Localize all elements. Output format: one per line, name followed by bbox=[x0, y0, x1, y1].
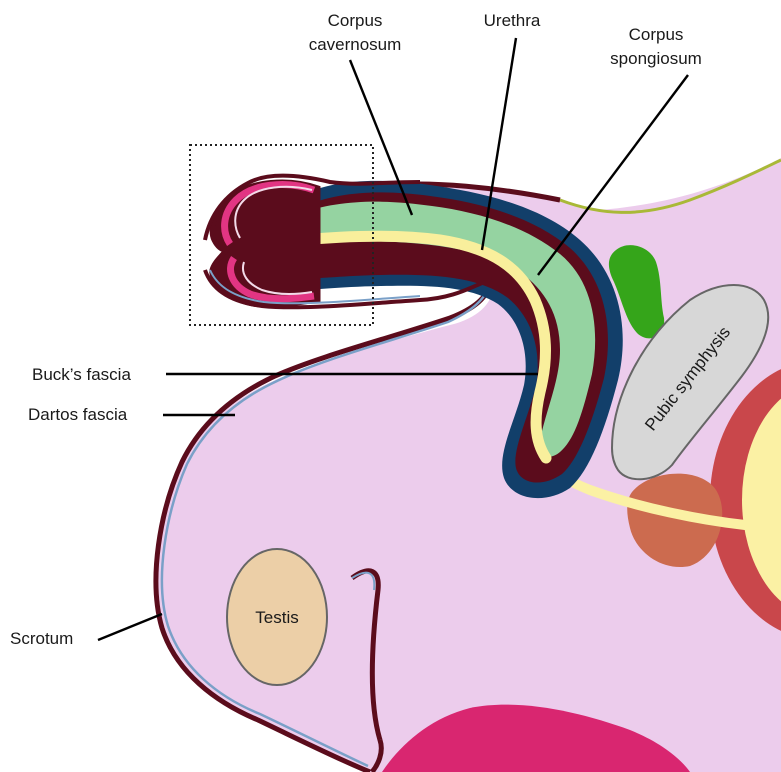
svg-text:spongiosum: spongiosum bbox=[610, 49, 702, 68]
svg-text:cavernosum: cavernosum bbox=[309, 35, 402, 54]
label-dartos-fascia: Dartos fascia bbox=[28, 405, 235, 424]
svg-text:Buck’s fascia: Buck’s fascia bbox=[32, 365, 131, 384]
svg-text:Corpus: Corpus bbox=[328, 11, 383, 30]
svg-text:Corpus: Corpus bbox=[629, 25, 684, 44]
svg-text:Scrotum: Scrotum bbox=[10, 629, 73, 648]
testis: Testis bbox=[227, 549, 327, 685]
svg-text:Dartos fascia: Dartos fascia bbox=[28, 405, 128, 424]
testis-label: Testis bbox=[255, 608, 298, 627]
svg-text:Urethra: Urethra bbox=[484, 11, 541, 30]
glans bbox=[212, 182, 318, 305]
label-scrotum: Scrotum bbox=[10, 614, 162, 648]
